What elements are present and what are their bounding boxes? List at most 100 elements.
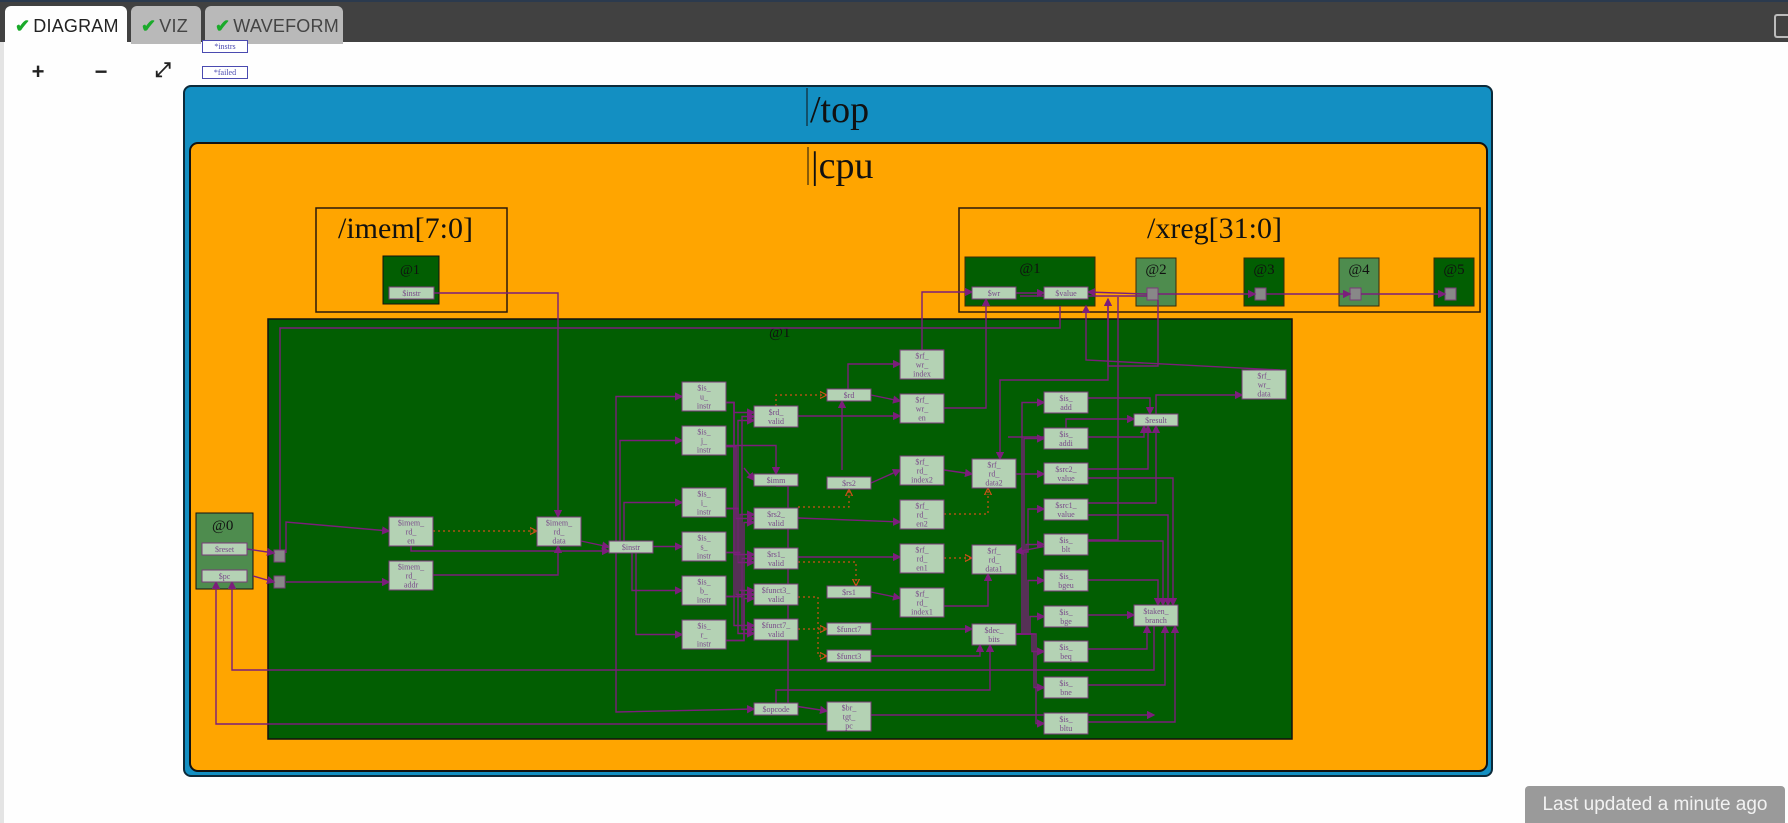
node-is-beq[interactable]: $is_beq xyxy=(1043,640,1089,663)
node-rs1-valid[interactable]: $rs1_valid xyxy=(753,547,799,570)
node-rf-rd-index1[interactable]: $rf_rd_index1 xyxy=(899,587,945,618)
node-funct7[interactable]: $funct7 xyxy=(826,622,872,636)
node-is-blt[interactable]: $is_blt xyxy=(1043,533,1089,556)
node-instr[interactable]: $instr xyxy=(608,540,654,554)
node-box xyxy=(1043,286,1089,300)
node-rd[interactable]: $rd xyxy=(826,388,872,402)
node-rs1[interactable]: $rs1 xyxy=(826,585,872,599)
node-funct3-valid[interactable]: $funct3_valid xyxy=(753,583,799,606)
node-imem-rd-en[interactable]: $imem_rd_en xyxy=(388,516,434,547)
signal-wire xyxy=(726,507,756,638)
node-result[interactable]: $result xyxy=(1133,413,1179,427)
tab-diagram[interactable]: ✔DIAGRAM xyxy=(5,6,127,44)
node-taken-branch[interactable]: $taken_branch xyxy=(1133,604,1179,627)
node-label: $wr xyxy=(988,289,1001,298)
node-is-bltu[interactable]: $is_bltu xyxy=(1043,712,1089,735)
node-br-tgt-pc[interactable]: $br_tgt_pc xyxy=(826,701,872,732)
node-label: $imm xyxy=(767,476,786,485)
node-label: $rf_ xyxy=(915,502,929,511)
node-label: $is_ xyxy=(1059,430,1073,439)
node-is-j-instr[interactable]: $is_j_instr xyxy=(681,425,727,456)
node-label: wr_ xyxy=(916,361,929,370)
node-label: valid xyxy=(768,519,784,528)
node-rs2[interactable]: $rs2 xyxy=(826,476,872,490)
node-is-bgeu[interactable]: $is_bgeu xyxy=(1043,569,1089,592)
tab-viz[interactable]: ✔VIZ xyxy=(131,6,201,44)
node-is-bge[interactable]: $is_bge xyxy=(1043,605,1089,628)
node-label: r_ xyxy=(701,631,709,640)
node-is-i-instr[interactable]: $is_i_instr xyxy=(681,487,727,518)
node-is-r-instr[interactable]: $is_r_instr xyxy=(681,619,727,650)
xreg-scope-box xyxy=(958,207,1481,313)
node-rf-wr-index[interactable]: $rf_wr_index xyxy=(899,349,945,380)
node-imem-rd-data[interactable]: $imem_rd_data xyxy=(536,516,582,547)
node-xreg-wr[interactable]: $wr xyxy=(971,286,1017,300)
node-funct7-valid[interactable]: $funct7_valid xyxy=(753,618,799,641)
node-funct3[interactable]: $funct3 xyxy=(826,649,872,663)
node-rf-rd-data1[interactable]: $rf_rd_data1 xyxy=(971,544,1017,575)
node-label: rd_ xyxy=(554,528,566,537)
node-rf-rd-index2[interactable]: $rf_rd_index2 xyxy=(899,455,945,486)
node-src1-value[interactable]: $src1_value xyxy=(1043,498,1089,521)
node-rf-rd-data2[interactable]: $rf_rd_data2 xyxy=(971,458,1017,489)
node-rs2-valid[interactable]: $rs2_valid xyxy=(753,507,799,530)
node-label: $funct3 xyxy=(837,652,861,661)
fit-to-screen-button[interactable]: ⤢ xyxy=(155,59,171,81)
node-rd-valid[interactable]: $rd_valid xyxy=(753,405,799,428)
node-rf-rd-en1[interactable]: $rf_rd_en1 xyxy=(899,543,945,574)
node-imem-instr[interactable]: $instr xyxy=(388,286,435,300)
node-label: $pc xyxy=(219,572,231,581)
node-label: $is_ xyxy=(1059,679,1073,688)
node-label: $rf_ xyxy=(1257,372,1271,381)
node-rf-wr-data[interactable]: $rf_wr_data xyxy=(1241,369,1287,400)
signal-wire xyxy=(615,547,756,714)
node-is-b-instr[interactable]: $is_b_instr xyxy=(681,575,727,606)
alias-wire xyxy=(944,488,988,515)
node-pc[interactable]: $pc xyxy=(201,569,248,583)
zoom-out-button[interactable]: − xyxy=(94,59,108,84)
node-imem-rd-addr[interactable]: $imem_rd_addr xyxy=(388,560,434,591)
panel-toggle-icon[interactable] xyxy=(1774,14,1788,38)
node-box xyxy=(971,544,1017,575)
node-is-bne[interactable]: $is_bne xyxy=(1043,676,1089,699)
node-label: wr_ xyxy=(916,405,929,414)
node-box xyxy=(899,455,945,486)
node-label: $rd_ xyxy=(769,408,785,417)
node-opcode[interactable]: $opcode xyxy=(753,702,799,716)
node-box xyxy=(1043,462,1089,485)
signal-wire xyxy=(847,359,902,389)
node-is-s-instr[interactable]: $is_s_instr xyxy=(681,531,727,562)
node-label: en xyxy=(918,414,926,423)
node-is-addi[interactable]: $is_addi xyxy=(1043,427,1089,450)
node-label: $rf_ xyxy=(915,546,929,555)
node-reset[interactable]: $reset xyxy=(201,542,248,556)
zoom-in-button[interactable]: + xyxy=(31,59,45,84)
top-label: /top xyxy=(810,89,869,131)
node-label: $rs2 xyxy=(842,479,856,488)
node-is-add[interactable]: $is_add xyxy=(1043,391,1089,414)
node-box xyxy=(681,381,727,412)
node-label: $br_ xyxy=(842,704,858,713)
node-xreg-value[interactable]: $value xyxy=(1043,286,1089,300)
node-label: $rf_ xyxy=(987,547,1001,556)
node-dec-bits[interactable]: $dec_bits xyxy=(971,623,1017,646)
node-box xyxy=(971,458,1017,489)
tab-waveform[interactable]: ✔WAVEFORM xyxy=(205,6,343,44)
node-box xyxy=(388,560,434,591)
node-box xyxy=(1043,391,1089,414)
signal-wire xyxy=(434,292,563,519)
signal-wire xyxy=(279,306,1061,550)
node-is-u-instr[interactable]: $is_u_instr xyxy=(681,381,727,412)
signal-wire xyxy=(726,445,756,599)
node-label: bne xyxy=(1060,688,1072,697)
node-imm[interactable]: $imm xyxy=(753,473,799,487)
flip-flop-marker xyxy=(1349,287,1362,301)
signal-wire xyxy=(1065,414,1136,428)
node-label: tgt_ xyxy=(843,713,856,722)
node-rf-wr-en[interactable]: $rf_wr_en xyxy=(899,393,945,424)
node-rf-rd-en2[interactable]: $rf_rd_en2 xyxy=(899,499,945,530)
alias-wire xyxy=(775,395,827,406)
node-label: wr_ xyxy=(1258,381,1271,390)
node-src2-value[interactable]: $src2_value xyxy=(1043,462,1089,485)
